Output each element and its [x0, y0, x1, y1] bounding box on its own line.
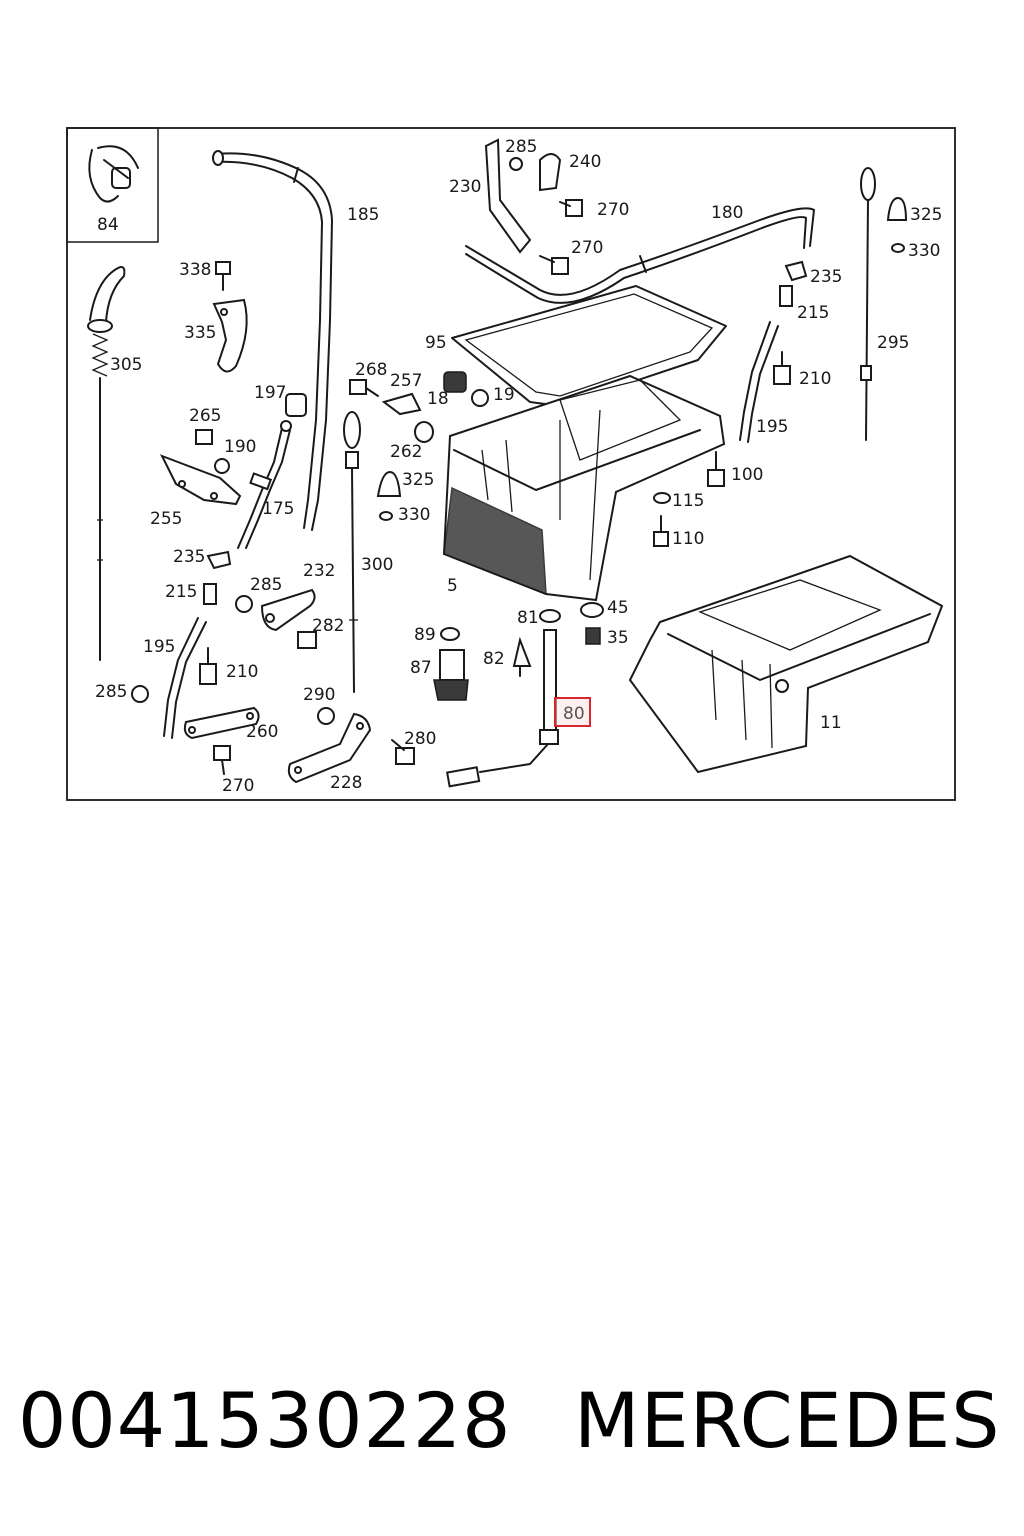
pipe-195-upper [739, 260, 808, 443]
gasket-95 [451, 285, 727, 407]
inset-clamp [88, 145, 139, 203]
callout-285: 285 [505, 137, 537, 157]
pipe-195-lower [131, 550, 232, 739]
callout-210: 210 [799, 369, 831, 389]
callout-235: 235 [173, 547, 205, 567]
callout-305: 305 [110, 355, 142, 375]
callout-45: 45 [607, 598, 629, 618]
callout-80-highlighted: 80 [563, 704, 585, 724]
callout-228: 228 [330, 773, 362, 793]
brand-name: MERCEDES [574, 1375, 1001, 1465]
highlight-box [554, 697, 591, 727]
callout-325: 325 [402, 470, 434, 490]
callout-338: 338 [179, 260, 211, 280]
dipstick-300 [343, 411, 361, 693]
callout-215: 215 [165, 582, 197, 602]
bracket-335 [212, 261, 248, 373]
callout-89: 89 [414, 625, 436, 645]
callout-19: 19 [493, 385, 515, 405]
bracket-255 [159, 429, 242, 506]
callout-185: 185 [347, 205, 379, 225]
callout-35: 35 [607, 628, 629, 648]
callout-180: 180 [711, 203, 743, 223]
callout-280: 280 [404, 729, 436, 749]
callout-115: 115 [672, 491, 704, 511]
callout-195: 195 [143, 637, 175, 657]
fitting-18-19 [443, 371, 489, 407]
bracket-232 [235, 588, 317, 649]
callout-325: 325 [910, 205, 942, 225]
dip-tube-185 [212, 150, 333, 531]
callout-260: 260 [246, 722, 278, 742]
clip-257 [349, 379, 434, 521]
callout-110: 110 [672, 529, 704, 549]
callout-labels: 84 285 240 230 270 270 180 185 325 330 2… [95, 137, 942, 796]
callout-235: 235 [810, 267, 842, 287]
callout-215: 215 [797, 303, 829, 323]
oil-pan-5 [442, 374, 726, 602]
callout-82: 82 [483, 649, 505, 669]
callout-295: 295 [877, 333, 909, 353]
callout-330: 330 [398, 505, 430, 525]
callout-11: 11 [820, 713, 842, 733]
callout-285: 285 [95, 682, 127, 702]
sensor-87 [433, 627, 469, 701]
dip-tube-80 [446, 629, 559, 788]
callout-335: 335 [184, 323, 216, 343]
callout-195: 195 [756, 417, 788, 437]
part-number: 0041530228 [18, 1375, 512, 1465]
callout-95: 95 [425, 333, 447, 353]
callout-240: 240 [569, 152, 601, 172]
callout-257: 257 [390, 371, 422, 391]
callout-268: 268 [355, 360, 387, 380]
bolts-100-115-110 [653, 451, 725, 547]
callout-290: 290 [303, 685, 335, 705]
callout-18: 18 [427, 389, 449, 409]
callout-330: 330 [908, 241, 940, 261]
callout-270: 270 [222, 776, 254, 796]
dipstick-305 [87, 266, 126, 661]
callout-232: 232 [303, 561, 335, 581]
callout-81: 81 [517, 608, 539, 628]
callout-100: 100 [731, 465, 763, 485]
inset-label: 84 [97, 215, 119, 235]
plate-260 [183, 706, 260, 775]
callout-265: 265 [189, 406, 221, 426]
callout-282: 282 [312, 616, 344, 636]
callout-270: 270 [571, 238, 603, 258]
bracket-230 [484, 138, 583, 275]
callout-197: 197 [254, 383, 286, 403]
callout-270: 270 [597, 200, 629, 220]
callout-210: 210 [226, 662, 258, 682]
callout-175: 175 [262, 499, 294, 519]
callout-230: 230 [449, 177, 481, 197]
callout-190: 190 [224, 437, 256, 457]
callout-300: 300 [361, 555, 393, 575]
seals-81-45-35-82 [512, 602, 604, 677]
pipe-180 [465, 207, 815, 304]
callout-255: 255 [150, 509, 182, 529]
callout-87: 87 [410, 658, 432, 678]
callout-5: 5 [447, 576, 458, 596]
callout-285: 285 [250, 575, 282, 595]
bracket-228 [287, 707, 415, 784]
tube-175 [237, 393, 307, 549]
inset-box [66, 127, 159, 243]
oil-pan-11 [628, 554, 944, 774]
callout-262: 262 [390, 442, 422, 462]
dipstick-295 [860, 167, 908, 441]
